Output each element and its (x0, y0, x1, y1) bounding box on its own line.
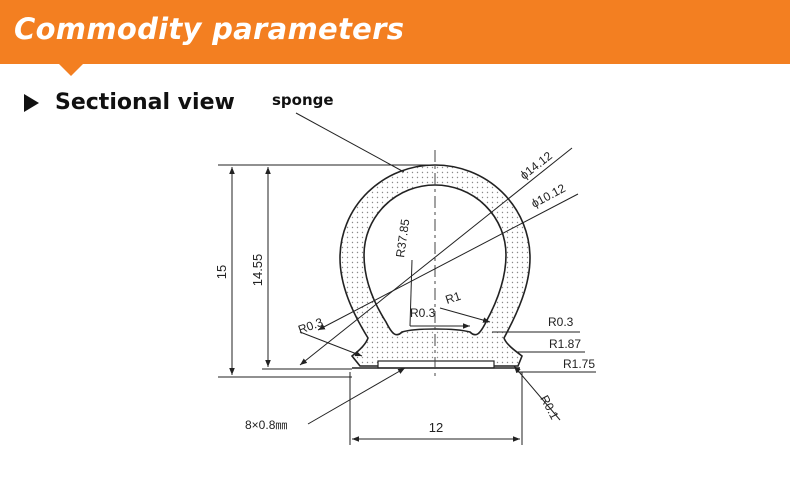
section-heading: Sectional view (24, 90, 235, 115)
dim-height-15: 15 (214, 265, 229, 279)
leader-strip (307, 367, 406, 425)
dim-strip: 8×0.8㎜ (245, 418, 287, 432)
dim-r3785: R37.85 (393, 218, 412, 259)
dim-width-12: 12 (429, 420, 443, 435)
dim-r1: R1 (444, 289, 463, 307)
leader-r03-inner (409, 259, 413, 327)
dim-r03-right: R0.3 (548, 315, 574, 329)
leader-r03-left (299, 331, 363, 357)
header-banner: Commodity parameters (0, 0, 790, 64)
dim-r03-left: R0.3 (296, 315, 325, 337)
dim-r175: R1.75 (563, 357, 595, 371)
sponge-callout-label: sponge (272, 91, 334, 109)
dim-r03-inner: R0.3 (410, 306, 436, 320)
dim-r187: R1.87 (549, 337, 581, 351)
sponge-profile (339, 164, 531, 367)
triangle-arrow-icon (24, 93, 39, 112)
leader-outer-dia (299, 147, 573, 366)
section-title: Sectional view (55, 90, 235, 115)
page-title: Commodity parameters (14, 12, 405, 46)
leader-r01 (513, 365, 561, 421)
banner-notch (58, 63, 84, 76)
leader-r1 (439, 307, 491, 323)
dim-inner-dia: ϕ10.12 (529, 181, 568, 211)
dim-height-1455: 14.55 (250, 254, 265, 287)
leader-sponge (295, 112, 405, 173)
base-strip (377, 360, 495, 369)
leader-inner-dia (317, 193, 579, 331)
